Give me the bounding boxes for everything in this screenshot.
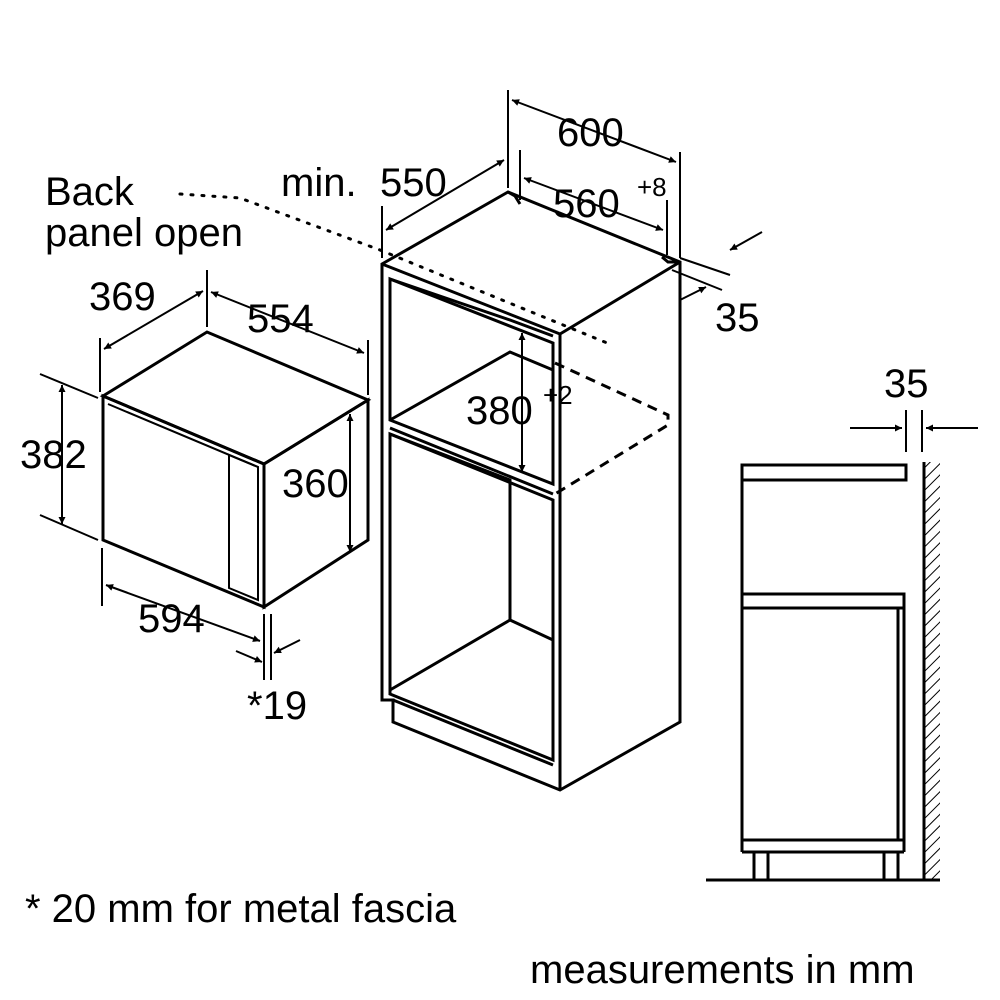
dimension-labels: Back panel open min. 550 600 560 +8 35 3…: [20, 111, 929, 992]
footnote-text: * 20 mm for metal fascia: [25, 887, 457, 931]
dimension-594-label: 594: [138, 597, 205, 641]
dim-line-600: [511, 99, 677, 163]
dimension-360-label: 360: [282, 462, 349, 506]
units-note: measurements in mm: [530, 948, 915, 992]
back-panel-label-line2: panel open: [45, 211, 243, 255]
shelf-front-edge: [389, 426, 554, 496]
dim-line-554: [210, 291, 365, 354]
section-top-panel: [740, 463, 908, 482]
dimension-554-label: 554: [247, 297, 314, 341]
back-panel-label-line1: Back: [45, 170, 135, 214]
dimension-560-label: 560: [553, 182, 620, 226]
dimension-560-tolerance: +8: [637, 172, 667, 202]
lower-niche-floor-edge: [509, 618, 554, 642]
dim-line-35-top-b: [679, 286, 707, 301]
dim-line-560: [523, 177, 664, 231]
section-shelf: [740, 592, 906, 610]
microwave-top-face: [99, 330, 372, 466]
dimension-369-label: 369: [89, 275, 156, 319]
min-prefix-label: min.: [281, 161, 357, 205]
section-foot-back: [882, 850, 900, 882]
dimension-19-label: *19: [247, 684, 307, 728]
cabinet-rear-notch: [507, 190, 522, 205]
dimension-382-label: 382: [20, 433, 87, 477]
dim-line-19-left: [235, 650, 263, 663]
section-foot-front: [752, 850, 770, 882]
lower-niche-front: [388, 431, 555, 763]
dim-line-35-top-a: [729, 231, 763, 251]
lower-niche-back: [389, 432, 512, 692]
dimension-380-tolerance: +2: [543, 380, 573, 410]
microwave-door-edge: [107, 403, 259, 600]
dim-line-550: [385, 159, 505, 231]
microwave-control-panel: [228, 453, 259, 602]
dim-line-369: [103, 290, 204, 350]
cabinet-top-edges: [381, 260, 681, 336]
dim-line-19-right: [273, 639, 301, 654]
upper-niche-floor: [389, 350, 554, 422]
microwave-front-face: [101, 393, 266, 610]
upper-niche-rear: [389, 277, 554, 338]
upper-niche-front: [388, 276, 555, 487]
microwave-side-face: [262, 397, 370, 610]
dimension-35-top-label: 35: [715, 296, 760, 340]
dim-line-594: [105, 584, 261, 642]
side-section-view: [706, 410, 978, 882]
back-panel-dotted-leader: [178, 192, 614, 347]
wall-hatch: [924, 462, 940, 880]
cabinet-rear-notch-right: [661, 255, 680, 264]
cabinet-dimensions: [381, 90, 763, 472]
dimension-380-label: 380: [466, 389, 533, 433]
dimension-550-label: 550: [380, 161, 447, 205]
cabinet-plinth-line: [392, 698, 554, 767]
dimension-35-side-label: 35: [884, 362, 929, 406]
dimension-600-label: 600: [557, 111, 624, 155]
microwave-dimensions: [39, 270, 369, 680]
